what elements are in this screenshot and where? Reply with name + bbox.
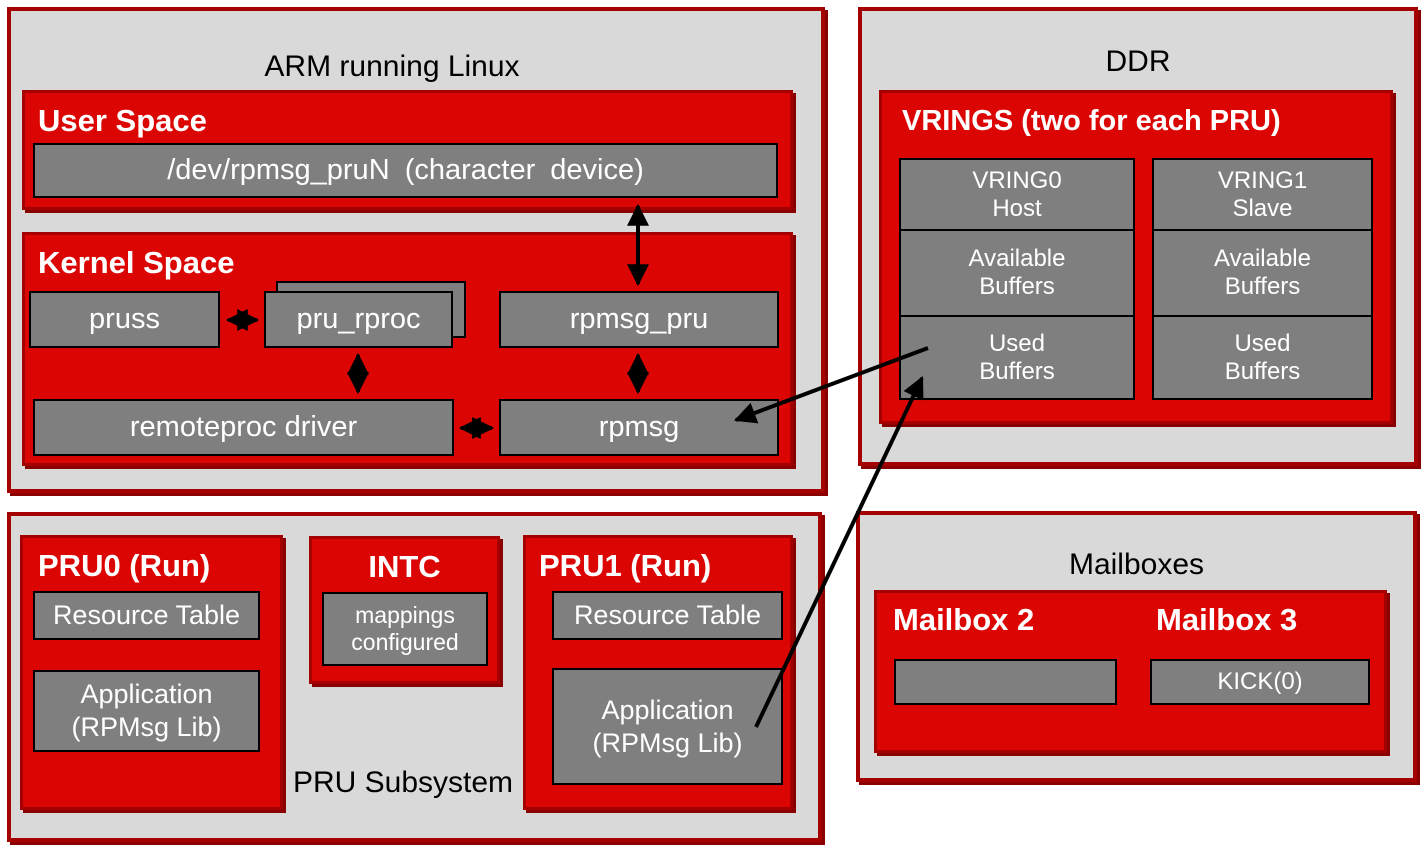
pruss-box: pruss — [29, 291, 220, 348]
mailbox2-label: Mailbox 2 — [893, 602, 1035, 637]
intc-mappings-box: mappings configured — [322, 592, 488, 666]
pru0-resource-table-box: Resource Table — [33, 591, 260, 640]
pru-rproc-box: pru_rproc — [264, 291, 453, 348]
arm-linux-title: ARM running Linux — [264, 50, 520, 83]
intc-label: INTC — [368, 549, 441, 584]
rpmsg-char-device-box: /dev/rpmsg_pruN (character device) — [33, 143, 778, 198]
ddr-title: DDR — [1105, 45, 1171, 78]
pru0-application-box: Application (RPMsg Lib) — [33, 670, 260, 752]
pru-subsystem-title: PRU Subsystem — [292, 766, 514, 799]
mailboxes-title: Mailboxes — [1068, 548, 1205, 581]
vrings-label: VRINGS (two for each PRU) — [902, 105, 1281, 137]
mailbox3-label: Mailbox 3 — [1156, 602, 1298, 637]
vring1-used-buffers-cell: Used Buffers — [1152, 315, 1373, 400]
pru1-resource-table-box: Resource Table — [552, 591, 783, 640]
remoteproc-driver-box: remoteproc driver — [33, 399, 454, 456]
mailbox3-kick-box: KICK(0) — [1150, 659, 1370, 705]
pru0-label: PRU0 (Run) — [38, 548, 211, 583]
vring0-available-buffers-cell: Available Buffers — [899, 229, 1135, 317]
user-space-label: User Space — [38, 103, 207, 138]
pru1-application-box: Application (RPMsg Lib) — [552, 668, 783, 785]
kernel-space-label: Kernel Space — [38, 245, 235, 280]
vring0-host-cell: VRING0 Host — [899, 158, 1135, 231]
pru1-label: PRU1 (Run) — [539, 548, 712, 583]
rpmsg-box: rpmsg — [499, 399, 779, 456]
vring0-used-buffers-cell: Used Buffers — [899, 315, 1135, 400]
rpmsg-pru-box: rpmsg_pru — [499, 291, 779, 348]
mailbox2-slot-box — [894, 659, 1117, 705]
vring1-slave-cell: VRING1 Slave — [1152, 158, 1373, 231]
vring1-available-buffers-cell: Available Buffers — [1152, 229, 1373, 317]
